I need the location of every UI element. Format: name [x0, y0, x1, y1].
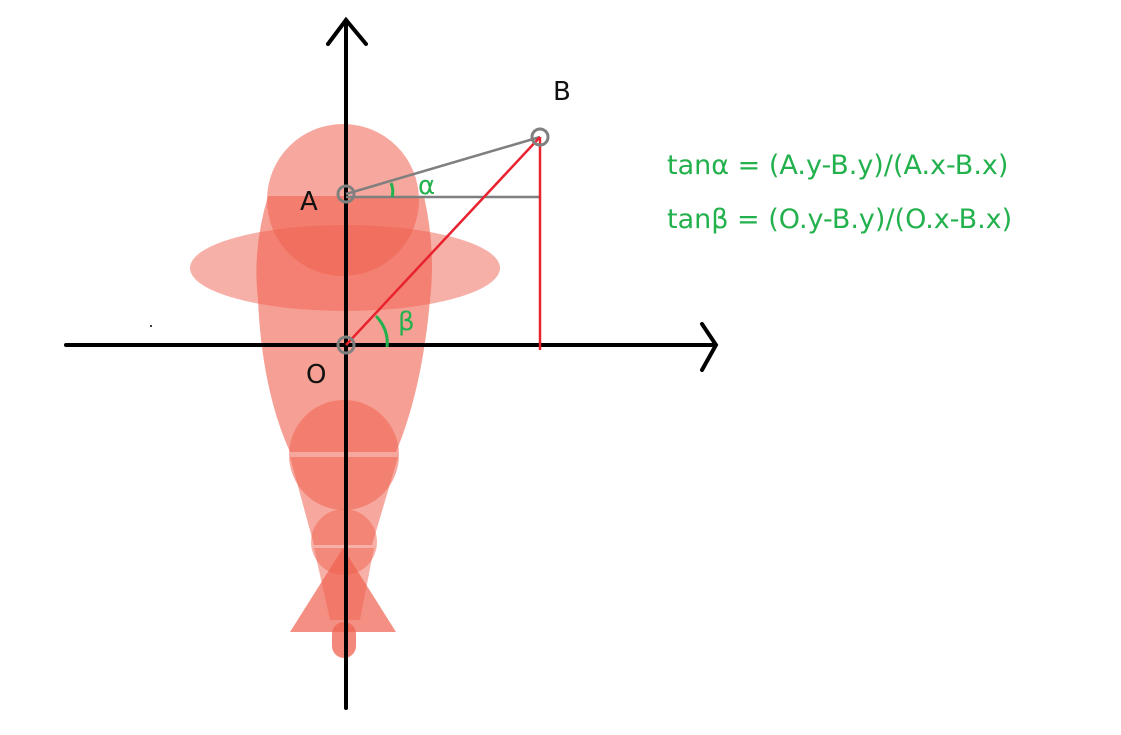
red-lines	[345, 136, 542, 350]
y-axis-arrow	[326, 16, 368, 46]
formula-tan-alpha: tanα = (A.y-B.y)/(A.x-B.x)	[667, 150, 1008, 181]
stray-dot	[150, 325, 152, 327]
axes	[64, 16, 719, 710]
fish-tail-fin	[290, 548, 396, 632]
line-o-b	[345, 136, 541, 346]
point-b-marker	[530, 127, 550, 147]
point-o-label: O	[306, 360, 326, 390]
alpha-arc	[389, 182, 395, 198]
point-markers	[336, 127, 550, 355]
point-a-label: A	[300, 187, 318, 217]
formula-tan-beta: tanβ = (O.y-B.y)/(O.x-B.x)	[667, 204, 1012, 235]
x-axis-arrow	[700, 322, 719, 372]
point-b-label: B	[553, 77, 571, 107]
line-a-b	[345, 135, 541, 196]
beta-label: β	[398, 307, 415, 337]
alpha-label: α	[418, 171, 435, 201]
beta-arc	[374, 314, 389, 348]
angle-arcs	[374, 182, 395, 348]
point-o-marker	[336, 335, 356, 355]
gray-lines	[345, 135, 541, 199]
point-a-marker	[336, 184, 356, 204]
